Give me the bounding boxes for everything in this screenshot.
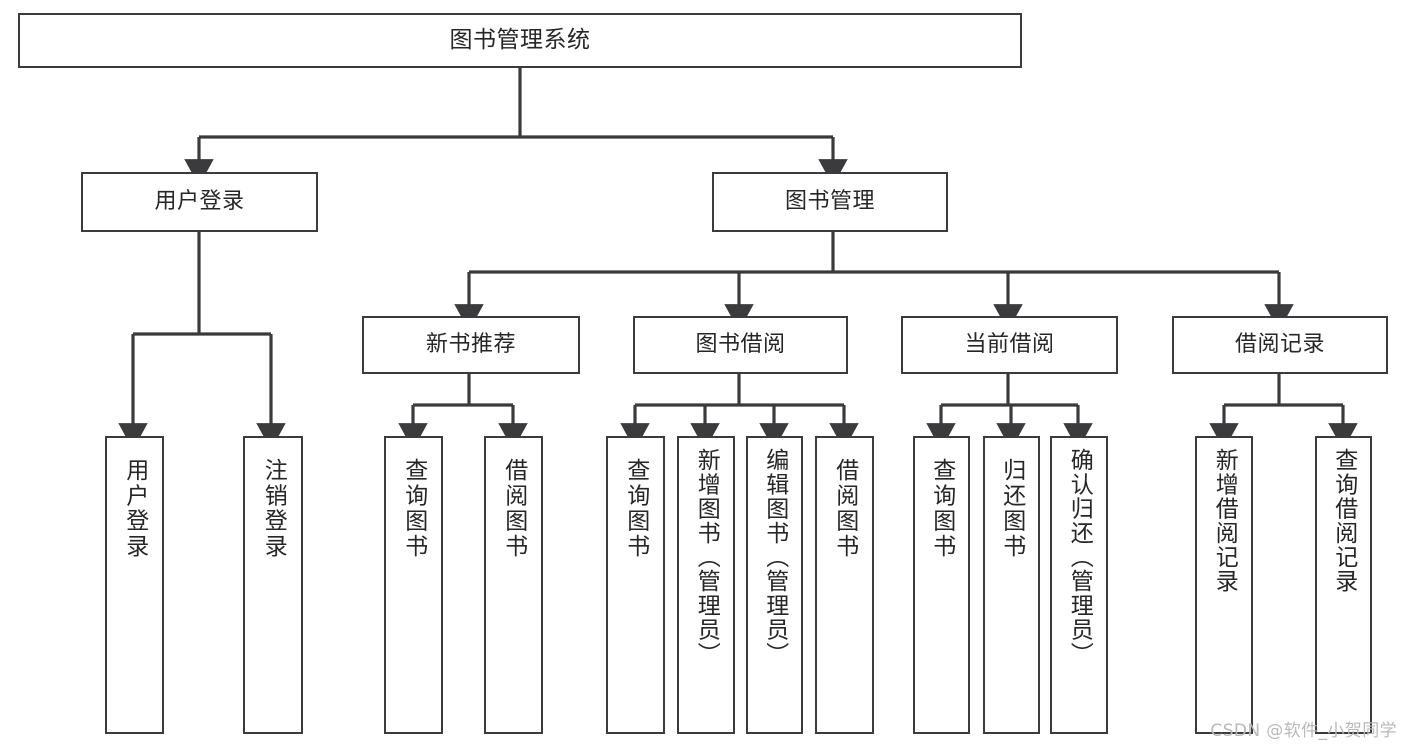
leaf-user-login[interactable]: 用户登录: [105, 436, 164, 734]
leaf-edit-book-admin[interactable]: 编辑图书（管理员）: [746, 436, 803, 734]
node-label: 新增图书（管理员）: [693, 448, 720, 666]
node-label: 编辑图书（管理员）: [761, 448, 788, 666]
node-label: 查询图书: [928, 458, 955, 559]
leaf-confirm-return-admin[interactable]: 确认归还（管理员）: [1050, 436, 1108, 734]
node-label: 借阅记录: [1234, 331, 1325, 357]
node-book-borrow[interactable]: 图书借阅: [633, 316, 848, 374]
node-borrow-records[interactable]: 借阅记录: [1172, 316, 1388, 374]
leaf-query-book-borrow[interactable]: 查询图书: [606, 436, 665, 734]
leaf-query-book-current[interactable]: 查询图书: [913, 436, 970, 734]
node-label: 用户登录: [154, 188, 245, 214]
leaf-logout[interactable]: 注销登录: [243, 436, 303, 734]
node-label: 图书管理系统: [449, 26, 591, 53]
node-label: 图书借阅: [695, 331, 786, 357]
node-root-system[interactable]: 图书管理系统: [18, 13, 1022, 68]
node-label: 用户登录: [121, 458, 148, 559]
leaf-borrow-book[interactable]: 借阅图书: [815, 436, 874, 734]
leaf-borrow-book-new[interactable]: 借阅图书: [484, 436, 543, 734]
leaf-add-borrow-record[interactable]: 新增借阅记录: [1195, 436, 1253, 734]
leaf-add-book-admin[interactable]: 新增图书（管理员）: [677, 436, 735, 734]
leaf-return-book[interactable]: 归还图书: [983, 436, 1040, 734]
leaf-query-borrow-record[interactable]: 查询借阅记录: [1315, 436, 1372, 734]
node-label: 当前借阅: [964, 331, 1055, 357]
node-label: 查询借阅记录: [1330, 448, 1357, 594]
node-label: 借阅图书: [500, 458, 527, 559]
node-label: 新书推荐: [425, 331, 516, 357]
node-label: 注销登录: [260, 458, 287, 559]
node-new-book-recommend[interactable]: 新书推荐: [362, 316, 580, 374]
node-label: 确认归还（管理员）: [1066, 448, 1093, 666]
node-label: 图书管理: [784, 188, 875, 214]
leaf-query-book-new[interactable]: 查询图书: [384, 436, 443, 734]
node-user-login[interactable]: 用户登录: [81, 172, 318, 232]
csdn-watermark: CSDN @软件_小贺同学: [1210, 721, 1397, 741]
node-label: 归还图书: [998, 458, 1025, 559]
node-label: 查询图书: [400, 458, 427, 559]
node-book-management[interactable]: 图书管理: [712, 172, 948, 232]
node-current-borrow[interactable]: 当前借阅: [901, 316, 1118, 374]
node-label: 查询图书: [622, 458, 649, 559]
node-label: 借阅图书: [831, 458, 858, 559]
node-label: 新增借阅记录: [1211, 448, 1238, 594]
